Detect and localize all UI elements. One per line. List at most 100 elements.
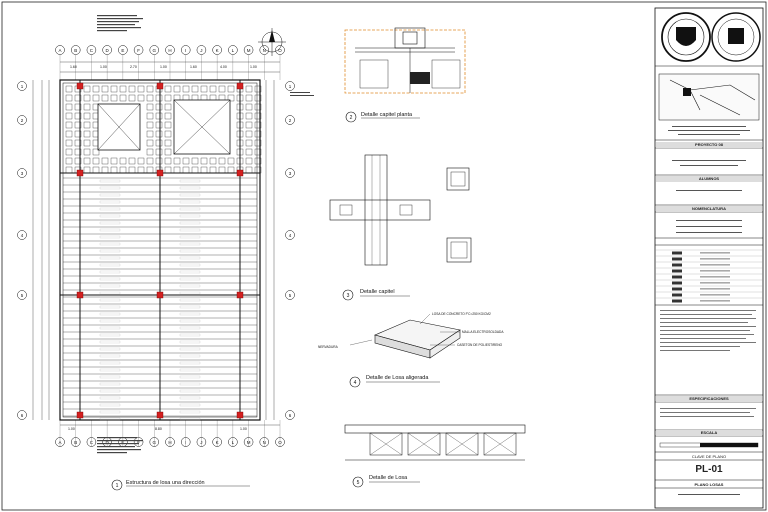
plan-key-label: CLAVE DE PLANO xyxy=(691,454,727,459)
axis-bubble xyxy=(17,410,27,420)
legend-symbol xyxy=(672,263,682,267)
axis-label: 4 xyxy=(21,233,24,238)
axis-bubble xyxy=(17,290,27,300)
legend-symbol xyxy=(672,257,682,261)
axis-label: K xyxy=(216,48,219,53)
callout-rib: NERVADURA xyxy=(318,345,339,349)
scale-header: ESCALA xyxy=(656,430,762,436)
axis-bubble xyxy=(285,168,295,178)
column xyxy=(156,291,164,299)
axis-label: 3 xyxy=(21,171,24,176)
column xyxy=(156,82,164,90)
legend-symbol xyxy=(672,293,682,297)
specifications-header: ESPECIFICACIONES xyxy=(656,396,762,402)
axis-bubble xyxy=(133,45,144,55)
axis-bubble xyxy=(180,45,191,55)
callout-styrofoam-block: CASETON DE POLIESTIRENO xyxy=(457,343,503,347)
axis-bubble xyxy=(285,410,295,420)
axis-label: 4 xyxy=(289,233,292,238)
axis-label: I xyxy=(185,48,186,53)
callout-concrete-slab: LOSA DE CONCRETO F'C=250 KG/CM2 xyxy=(432,312,491,316)
dimension-label: 1.00 xyxy=(250,65,257,69)
axis-label: J xyxy=(200,48,202,53)
axis-bubble xyxy=(70,45,81,55)
axis-bubble xyxy=(86,45,97,55)
axis-label: F xyxy=(137,48,140,53)
axis-bubble xyxy=(17,230,27,240)
axis-bubble xyxy=(259,45,270,55)
plan-name: PLANO LOSAS xyxy=(694,482,724,487)
column xyxy=(156,169,164,177)
dimension-label: 1.00 xyxy=(68,427,75,431)
axis-label: 6 xyxy=(21,413,24,418)
detail-1-title: Estructura de losa una dirección xyxy=(126,480,205,486)
detail-1-number: 1 xyxy=(116,483,119,489)
axis-bubble xyxy=(285,290,295,300)
axis-bubble xyxy=(285,81,295,91)
axis-bubble xyxy=(17,81,27,91)
axis-label: L xyxy=(232,48,235,53)
dimension-label: 1.60 xyxy=(70,65,77,69)
axis-label: C xyxy=(90,48,94,53)
detail-3-number: 3 xyxy=(347,293,350,299)
legend-symbol xyxy=(672,287,682,291)
legend-symbol xyxy=(672,269,682,273)
axis-label: C xyxy=(90,440,94,445)
axis-bubble xyxy=(243,45,254,55)
axis-label: L xyxy=(232,440,235,445)
slab-void xyxy=(369,432,403,456)
legend-symbol xyxy=(672,299,682,303)
column xyxy=(76,291,84,299)
detail-2-number: 2 xyxy=(350,115,353,121)
dimension-label: 1.00 xyxy=(100,65,107,69)
detail-4-ribbed-slab: LOSA DE CONCRETO F'C=250 KG/CM2 MALLA EL… xyxy=(318,312,504,388)
column xyxy=(236,291,244,299)
location-map xyxy=(658,73,760,121)
waffle-slab-area xyxy=(65,85,262,174)
university-logo-icon xyxy=(661,12,711,62)
detail-4-title: Detalle de Losa aligerada xyxy=(366,375,429,381)
column xyxy=(76,82,84,90)
detail-3-capital-section: 3 Detalle capitel xyxy=(329,154,472,301)
detail-5-slab-section: 5 Detalle de Losa xyxy=(344,424,526,488)
axis-bubble xyxy=(102,45,112,55)
dimension-label: 1.00 xyxy=(240,427,247,431)
slab-void xyxy=(407,432,441,456)
axis-bubble xyxy=(228,45,238,55)
detail-4-number: 4 xyxy=(354,380,357,386)
axis-label: 3 xyxy=(289,171,292,176)
axis-bubble xyxy=(275,45,285,55)
detail-3-title: Detalle capitel xyxy=(360,289,395,295)
axis-bubble xyxy=(285,230,295,240)
column xyxy=(236,82,244,90)
faculty-logo-icon xyxy=(711,12,761,62)
nomenclature-header: NOMENCLATURA xyxy=(656,206,762,212)
axis-label: D xyxy=(106,440,110,445)
axis-label: E xyxy=(121,48,124,53)
dimension-label: 2.70 xyxy=(130,65,137,69)
columns xyxy=(76,82,244,419)
axis-bubble xyxy=(17,168,27,178)
legend-symbol xyxy=(672,281,682,285)
axis-bubbles-right: 1 2 3 4 5 6 xyxy=(285,81,295,420)
axis-label: G xyxy=(153,48,157,53)
axis-label: O xyxy=(278,48,282,53)
axis-label: 1 xyxy=(289,84,292,89)
callout-welded-mesh: MALLA ELECTROSOLDADA xyxy=(462,330,504,334)
axis-label: 6 xyxy=(289,413,292,418)
axis-label: G xyxy=(153,440,157,445)
axis-bubble xyxy=(17,115,27,125)
axis-bubble xyxy=(55,45,65,55)
detail-5-number: 5 xyxy=(357,480,360,486)
legend-symbol xyxy=(672,251,682,255)
axis-label: 5 xyxy=(289,293,292,298)
axis-bubble xyxy=(212,45,222,55)
axis-bubble xyxy=(196,45,207,55)
axis-label: 2 xyxy=(289,118,292,123)
slab-void xyxy=(445,432,479,456)
axis-label: O xyxy=(278,440,282,445)
